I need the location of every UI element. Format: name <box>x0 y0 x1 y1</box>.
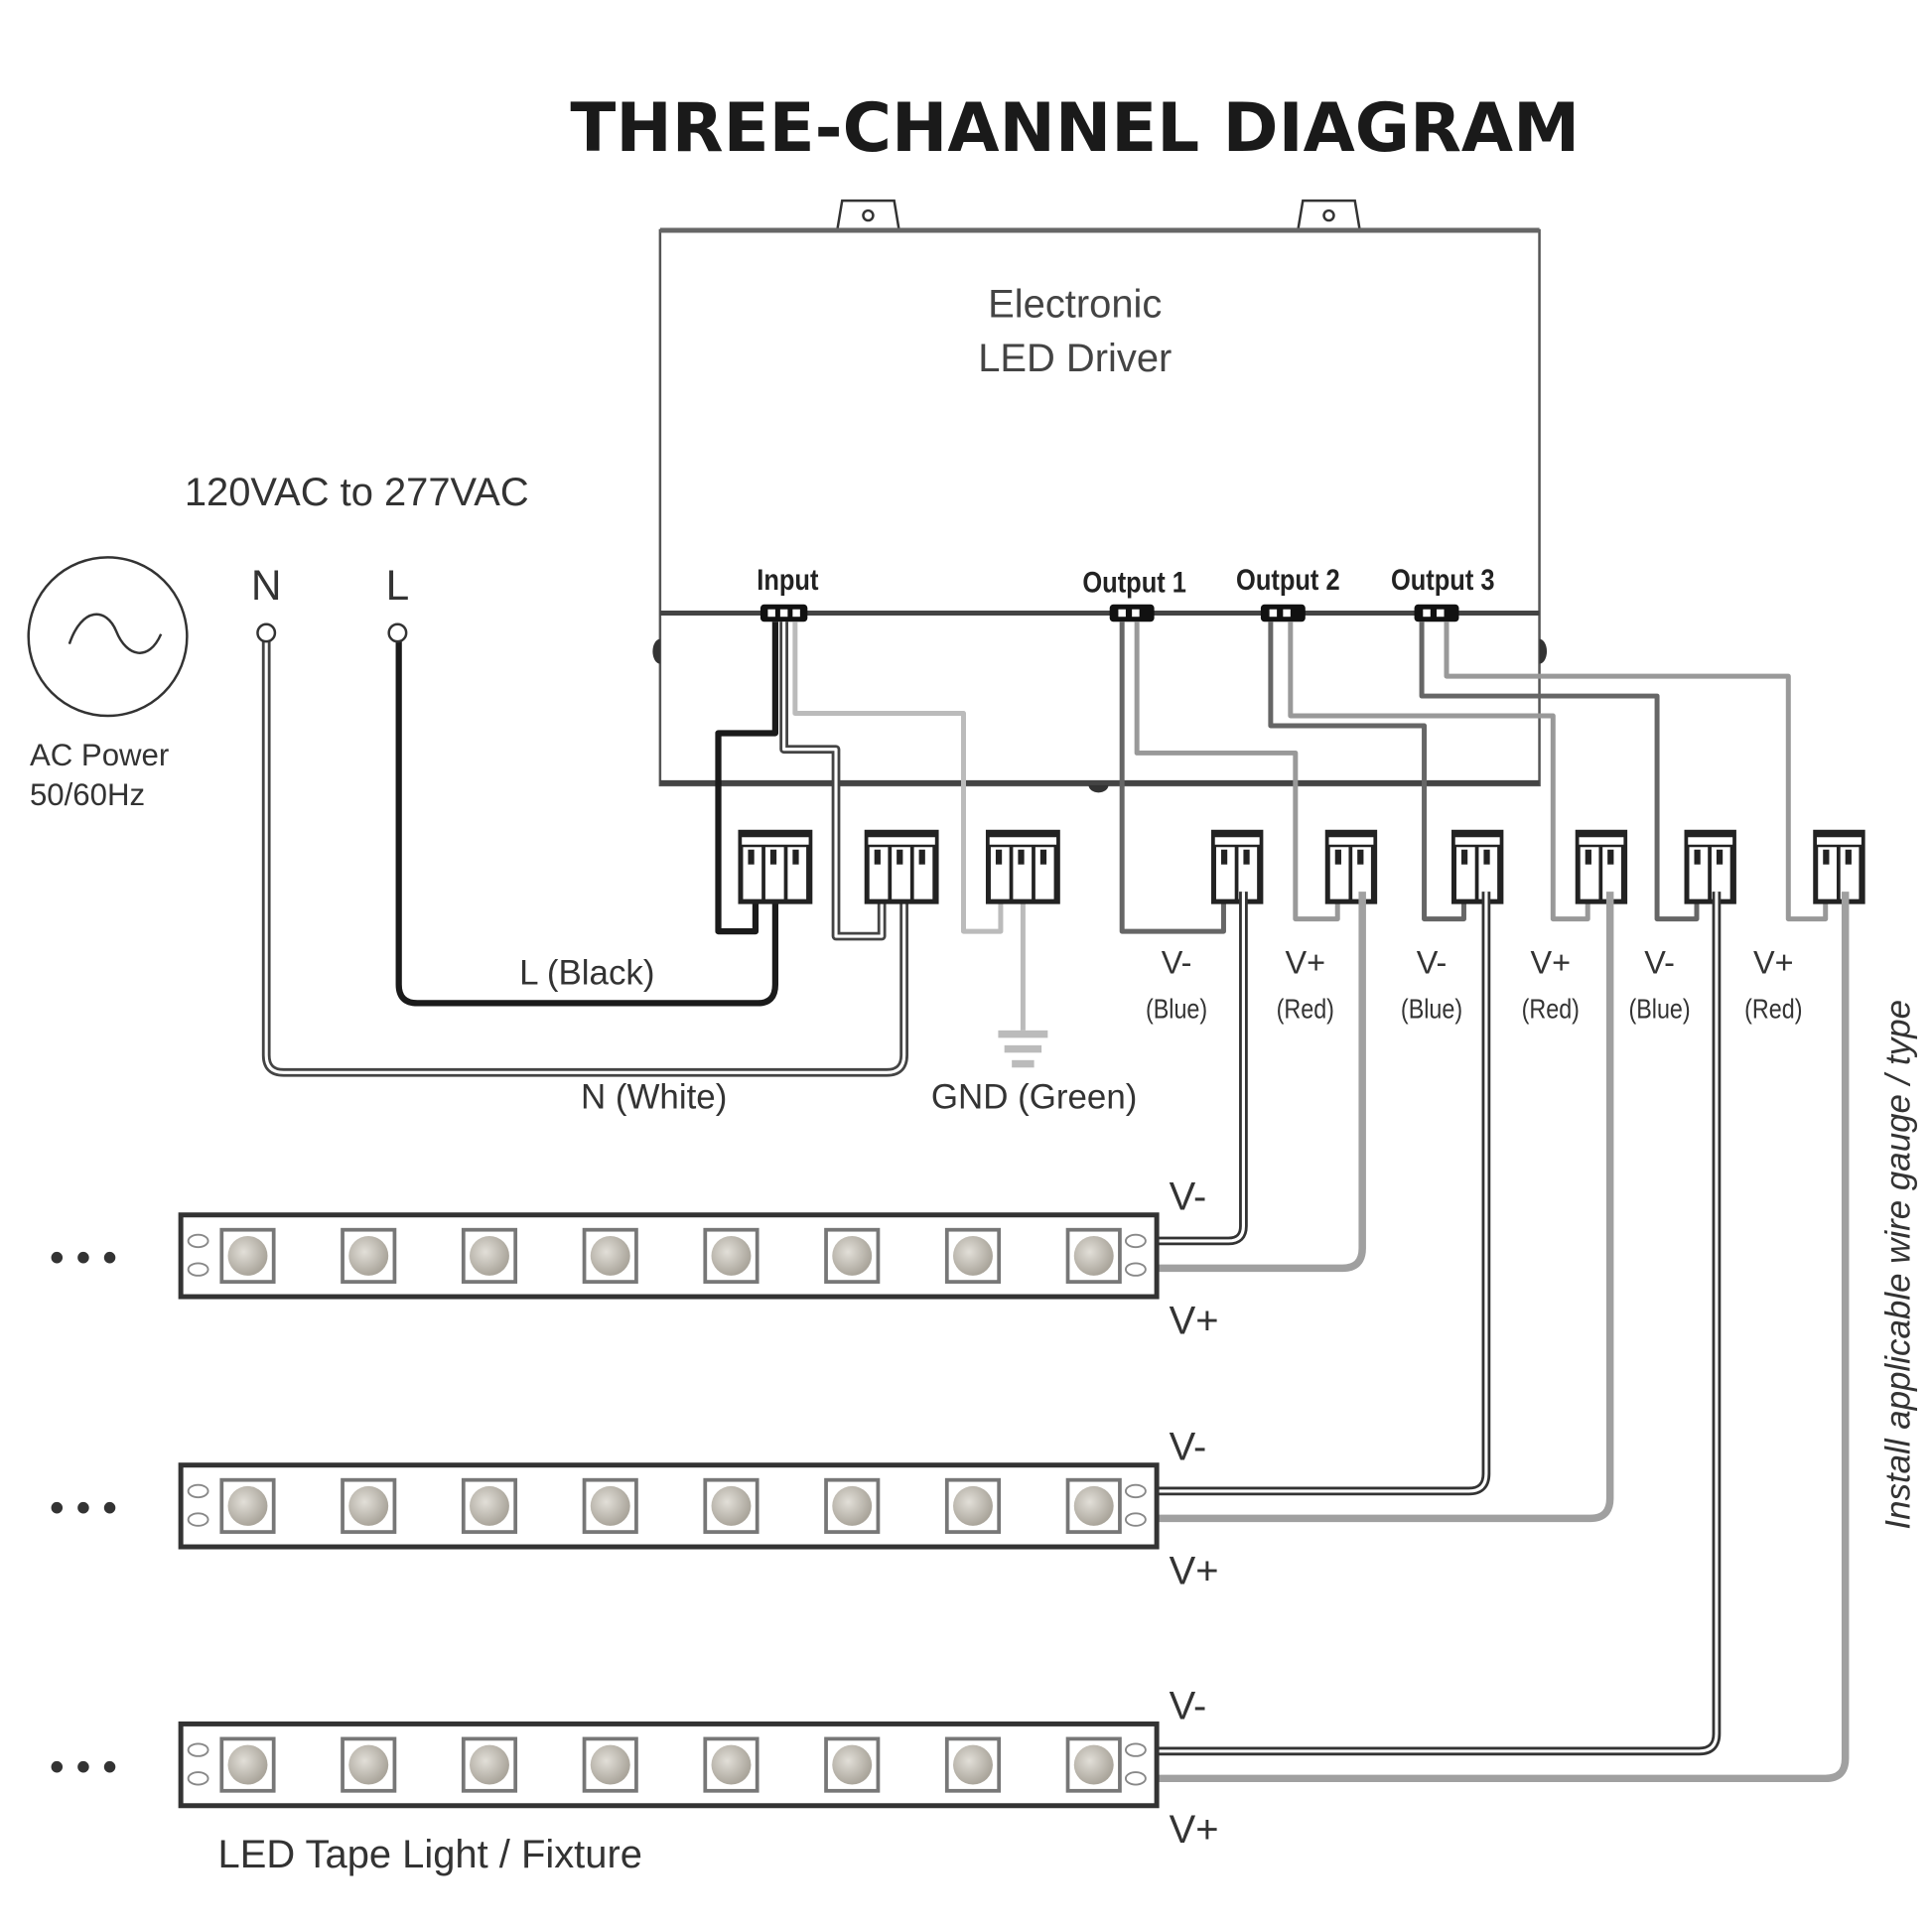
input-port-label: Input <box>757 563 818 596</box>
driver-ports <box>759 604 1459 622</box>
strip-vminus-label: V- <box>1170 1175 1207 1219</box>
led-chip <box>1065 1477 1122 1534</box>
output-polarity-label: V- <box>1644 944 1675 980</box>
output-terminal-block-5 <box>1684 829 1736 904</box>
input-terminal-block-1 <box>738 829 813 904</box>
led-chip <box>944 1227 1002 1284</box>
output-wire-color-label: (Blue) <box>1628 995 1690 1025</box>
strip-vplus-label: V+ <box>1170 1299 1219 1342</box>
wire-gauge-note: Install applicable wire gauge / type <box>1879 1000 1918 1530</box>
output-wire-color-label: (Red) <box>1522 995 1580 1025</box>
output-wire-color-label: (Red) <box>1277 995 1334 1025</box>
diagram-title: THREE-CHANNEL DIAGRAM <box>570 88 1580 167</box>
output-terminal-blocks <box>1210 829 1865 904</box>
led-chip <box>582 1477 638 1534</box>
strip-vminus-label: V- <box>1170 1684 1207 1727</box>
output-wire-color-label: (Blue) <box>1401 995 1462 1025</box>
neutral-wire-label: N (White) <box>581 1077 727 1116</box>
ground-wire-label: GND (Green) <box>931 1077 1138 1116</box>
led-tape-strips: • • • V- V+ • • • V- V+ • • • V- V+ <box>50 1175 1219 1852</box>
voltage-range-label: 120VAC to 277VAC <box>185 471 529 514</box>
led-chip <box>219 1477 276 1534</box>
led-chip <box>219 1736 276 1793</box>
output-terminal-labels: V- (Blue) V+ (Red) V- (Blue) V+ (Red) V- (Blue) V+… <box>1146 944 1803 1024</box>
led-chip <box>703 1477 759 1534</box>
ground-symbol-icon <box>998 1030 1048 1068</box>
output-polarity-label: V+ <box>1531 944 1572 980</box>
output-terminal-block-6 <box>1813 829 1865 904</box>
output-polarity-label: V- <box>1162 944 1192 980</box>
led-chip <box>461 1227 518 1284</box>
output-polarity-label: V+ <box>1286 944 1326 980</box>
output1-port-label: Output 1 <box>1082 565 1186 598</box>
output-wire-color-label: (Red) <box>1744 995 1802 1025</box>
led-chip <box>944 1736 1002 1793</box>
output3-port-label: Output 3 <box>1391 563 1495 596</box>
led-chip <box>341 1477 397 1534</box>
led-chip <box>461 1477 518 1534</box>
output-polarity-label: V- <box>1417 944 1448 980</box>
continuation-dots: • • • <box>50 1234 117 1281</box>
strip-feed-wires <box>1157 892 1850 1783</box>
ac-frequency-label: 50/60Hz <box>30 777 145 812</box>
led-chip <box>824 1736 881 1793</box>
led-chip <box>1065 1227 1122 1284</box>
driver-label-line2: LED Driver <box>978 337 1172 380</box>
driver-enclosure <box>658 228 1541 787</box>
output2-port-label: Output 2 <box>1236 563 1340 596</box>
strip-vplus-label: V+ <box>1170 1549 1219 1592</box>
strip-vplus-label: V+ <box>1170 1808 1219 1852</box>
led-strip-3: • • • V- V+ <box>50 1684 1219 1852</box>
input-terminal-blocks <box>738 829 1060 904</box>
led-chip <box>582 1736 638 1793</box>
output1-port <box>1109 604 1155 622</box>
led-driver: Electronic LED Driver Input Output 1 Out… <box>652 199 1548 793</box>
led-strip-2: • • • V- V+ <box>50 1426 1219 1593</box>
led-chip <box>1065 1736 1122 1793</box>
led-strip-1: • • • V- V+ <box>50 1175 1219 1343</box>
driver-label-line1: Electronic <box>988 282 1162 326</box>
led-chip <box>341 1227 397 1284</box>
led-chip <box>582 1227 638 1284</box>
mounting-tab-right <box>1297 199 1361 231</box>
led-chip <box>824 1227 881 1284</box>
input-terminal-block-3 <box>985 829 1060 904</box>
continuation-dots: • • • <box>50 1743 117 1790</box>
input-wiring <box>256 621 1048 1077</box>
led-chip <box>219 1227 276 1284</box>
line-terminal-label: L <box>386 562 410 609</box>
continuation-dots: • • • <box>50 1484 117 1531</box>
led-chip <box>824 1477 881 1534</box>
ground-wire <box>792 621 1004 934</box>
output-wire-color-label: (Blue) <box>1146 995 1207 1025</box>
led-chip <box>703 1736 759 1793</box>
output-terminal-block-3 <box>1450 829 1504 904</box>
led-chip <box>461 1736 518 1793</box>
led-chip <box>341 1736 397 1793</box>
ac-power-label: AC Power <box>30 738 169 772</box>
mounting-tab-left <box>836 199 900 231</box>
strip-vminus-label: V- <box>1170 1426 1207 1469</box>
output-wiring <box>1119 621 1829 934</box>
led-chip <box>944 1477 1002 1534</box>
ac-power-source: 120VAC to 277VAC AC Power 50/60Hz N L <box>27 471 529 812</box>
input-terminal-block-2 <box>864 829 939 904</box>
neutral-terminal-label: N <box>251 562 282 609</box>
output-terminal-block-2 <box>1324 829 1378 904</box>
ac-sine-icon <box>27 556 189 718</box>
output-polarity-label: V+ <box>1753 944 1794 980</box>
output-terminal-block-1 <box>1210 829 1264 904</box>
line-wire-label: L (Black) <box>519 954 654 993</box>
led-chip <box>703 1227 759 1284</box>
strip-label: LED Tape Light / Fixture <box>218 1833 642 1876</box>
output-terminal-block-4 <box>1575 829 1628 904</box>
line-wire <box>395 639 779 1007</box>
